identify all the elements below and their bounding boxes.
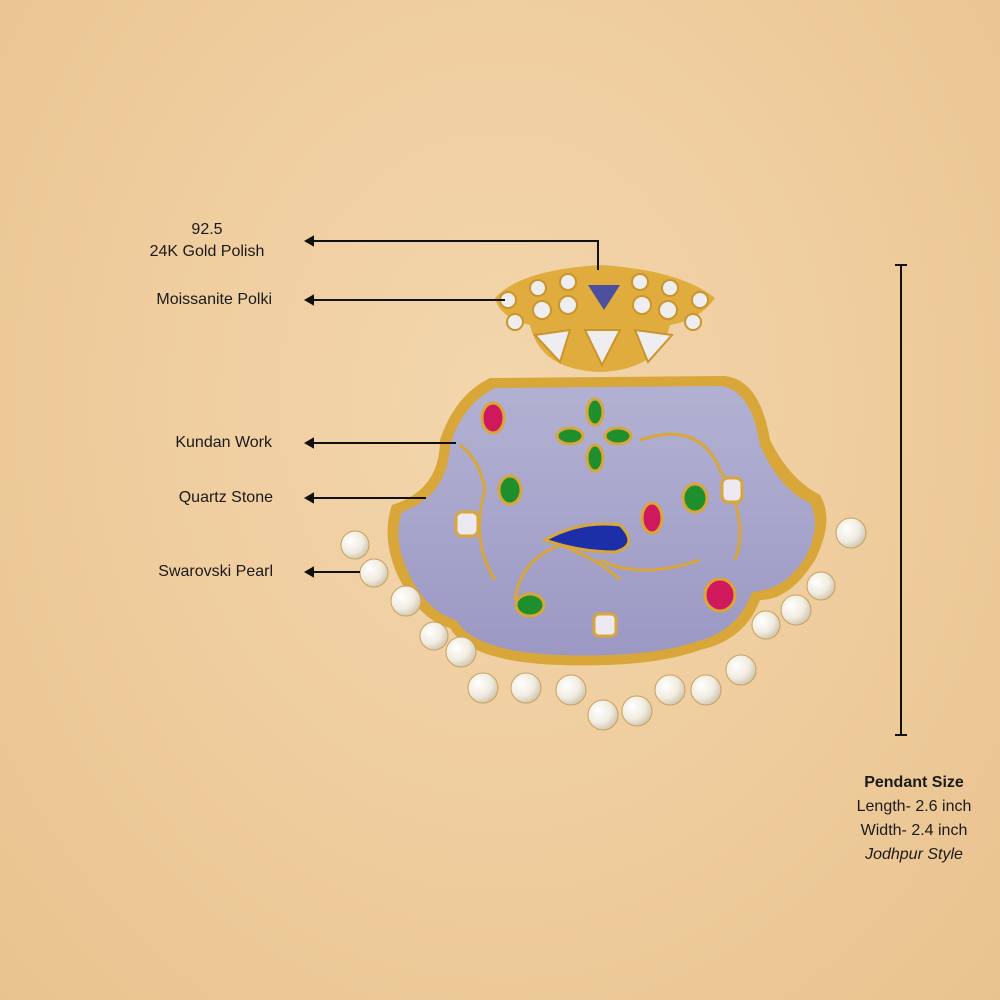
size-measure-line <box>895 264 907 736</box>
ruby-gem <box>640 501 664 535</box>
label-metal: 92.5 24K Gold Polish <box>107 219 307 263</box>
pendant-size-block: Pendant Size Length- 2.6 inch Width- 2.4… <box>820 771 1000 867</box>
label-polki: Moissanite Polki <box>156 291 272 308</box>
label-pearl: Swarovski Pearl <box>158 563 273 580</box>
ruby-gem <box>703 577 737 613</box>
label-metal-polish: 24K Gold Polish <box>149 243 265 260</box>
pearls <box>340 517 867 731</box>
emerald-flower <box>555 397 633 473</box>
style-name: Jodhpur Style <box>865 846 963 863</box>
annotation-arrows <box>303 235 599 578</box>
size-title: Pendant Size <box>864 774 964 791</box>
label-metal-purity: 92.5 <box>191 221 223 238</box>
size-width: Width- 2.4 inch <box>860 822 968 839</box>
label-quartz: Quartz Stone <box>178 489 273 506</box>
bird <box>541 522 631 554</box>
polki-lotus <box>495 265 715 372</box>
ruby-gem <box>480 401 506 435</box>
size-length: Length- 2.6 inch <box>856 798 972 815</box>
label-kundan: Kundan Work <box>175 434 272 451</box>
